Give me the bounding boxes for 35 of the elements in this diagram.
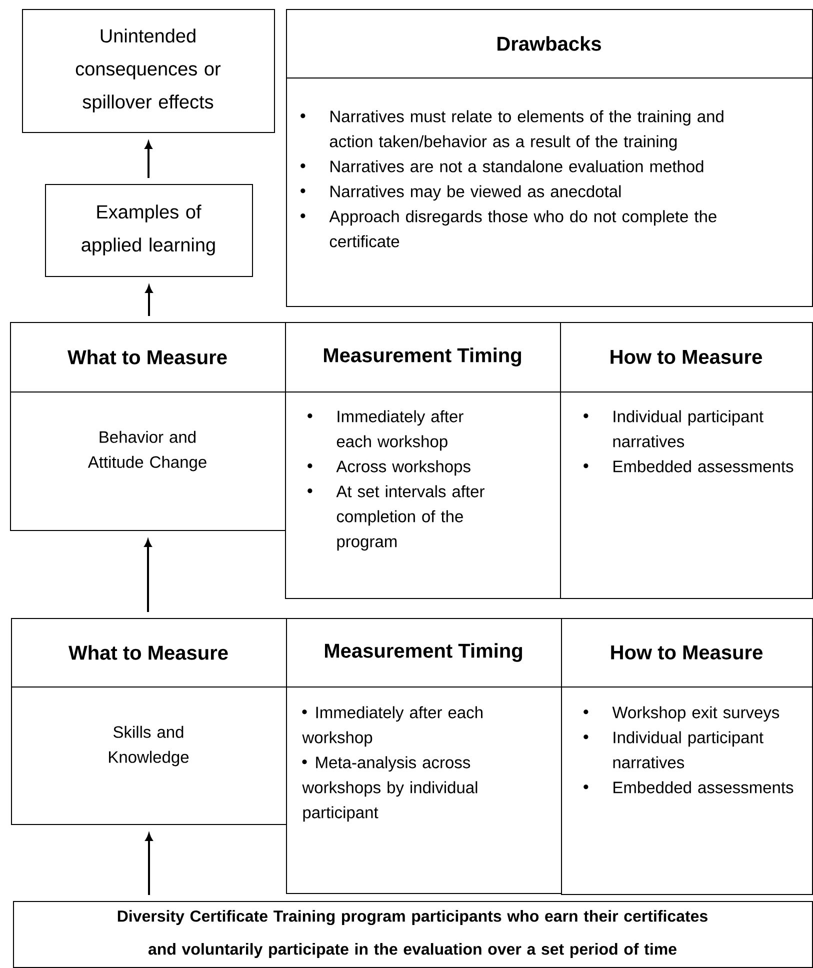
arrow: [145, 285, 153, 316]
column-heading: How to Measure: [611, 646, 762, 660]
arrow: [145, 834, 153, 895]
table-column: [10, 618, 287, 825]
table-column: [284, 322, 561, 599]
arrow: [144, 539, 152, 612]
arrow: [144, 141, 152, 178]
process-box: [22, 9, 275, 133]
node-label: Approach disregards those who do not complete the certificate: [329, 210, 716, 248]
cell-text: Behavior and Attitude Change: [88, 430, 206, 472]
bullet-list: Immediately after each workshop Across workshops At set intervals after completion of the program: [308, 410, 484, 551]
bullet-list: Narratives must relate to elements of the training and action taken/behavior as a result of the training Narratives are not a standalone evaluation method Narratives may be viewed as anecdotal Approach disregards those who do not complete the certificate: [300, 110, 724, 248]
bullet-list: Immediately after each workshop Meta-analysis across workshops by individual participant: [302, 706, 482, 822]
column-heading: What to Measure: [68, 645, 228, 660]
column-heading: How to Measure: [610, 350, 762, 364]
column-heading: Drawbacks: [498, 36, 601, 51]
drawbacks-panel: [286, 9, 813, 307]
box-text: Unintended consequences or spillover effects: [76, 28, 221, 112]
node-label: Narratives must relate to elements of the training and action taken/behavior as a result of the training: [330, 110, 724, 151]
table-column: [286, 618, 562, 894]
column-heading: What to Measure: [68, 350, 227, 364]
table-column: [560, 618, 813, 895]
node-label: Narratives may be viewed as anecdotal: [330, 185, 621, 201]
table-column: [560, 322, 813, 599]
box-text: Diversity Certificate Training program participants who earn their certificates and voluntarily participate in the evaluation over a set period of time: [118, 910, 708, 958]
cell-text: Skills and Knowledge: [109, 726, 189, 766]
process-box: [45, 184, 253, 277]
box-text: Examples of applied learning: [82, 204, 215, 256]
node-label: Narratives are not a standalone evaluation method: [330, 160, 704, 172]
bullet-list: Individual participant narratives Embedded assessments: [584, 410, 794, 472]
column-heading: Measurement Timing: [324, 348, 521, 366]
column-heading: Measurement Timing: [325, 643, 522, 662]
bullet-list: Workshop exit surveys Individual participant narratives Embedded assessments: [584, 706, 794, 794]
table-column: [10, 322, 286, 531]
participants-box: [13, 901, 813, 968]
